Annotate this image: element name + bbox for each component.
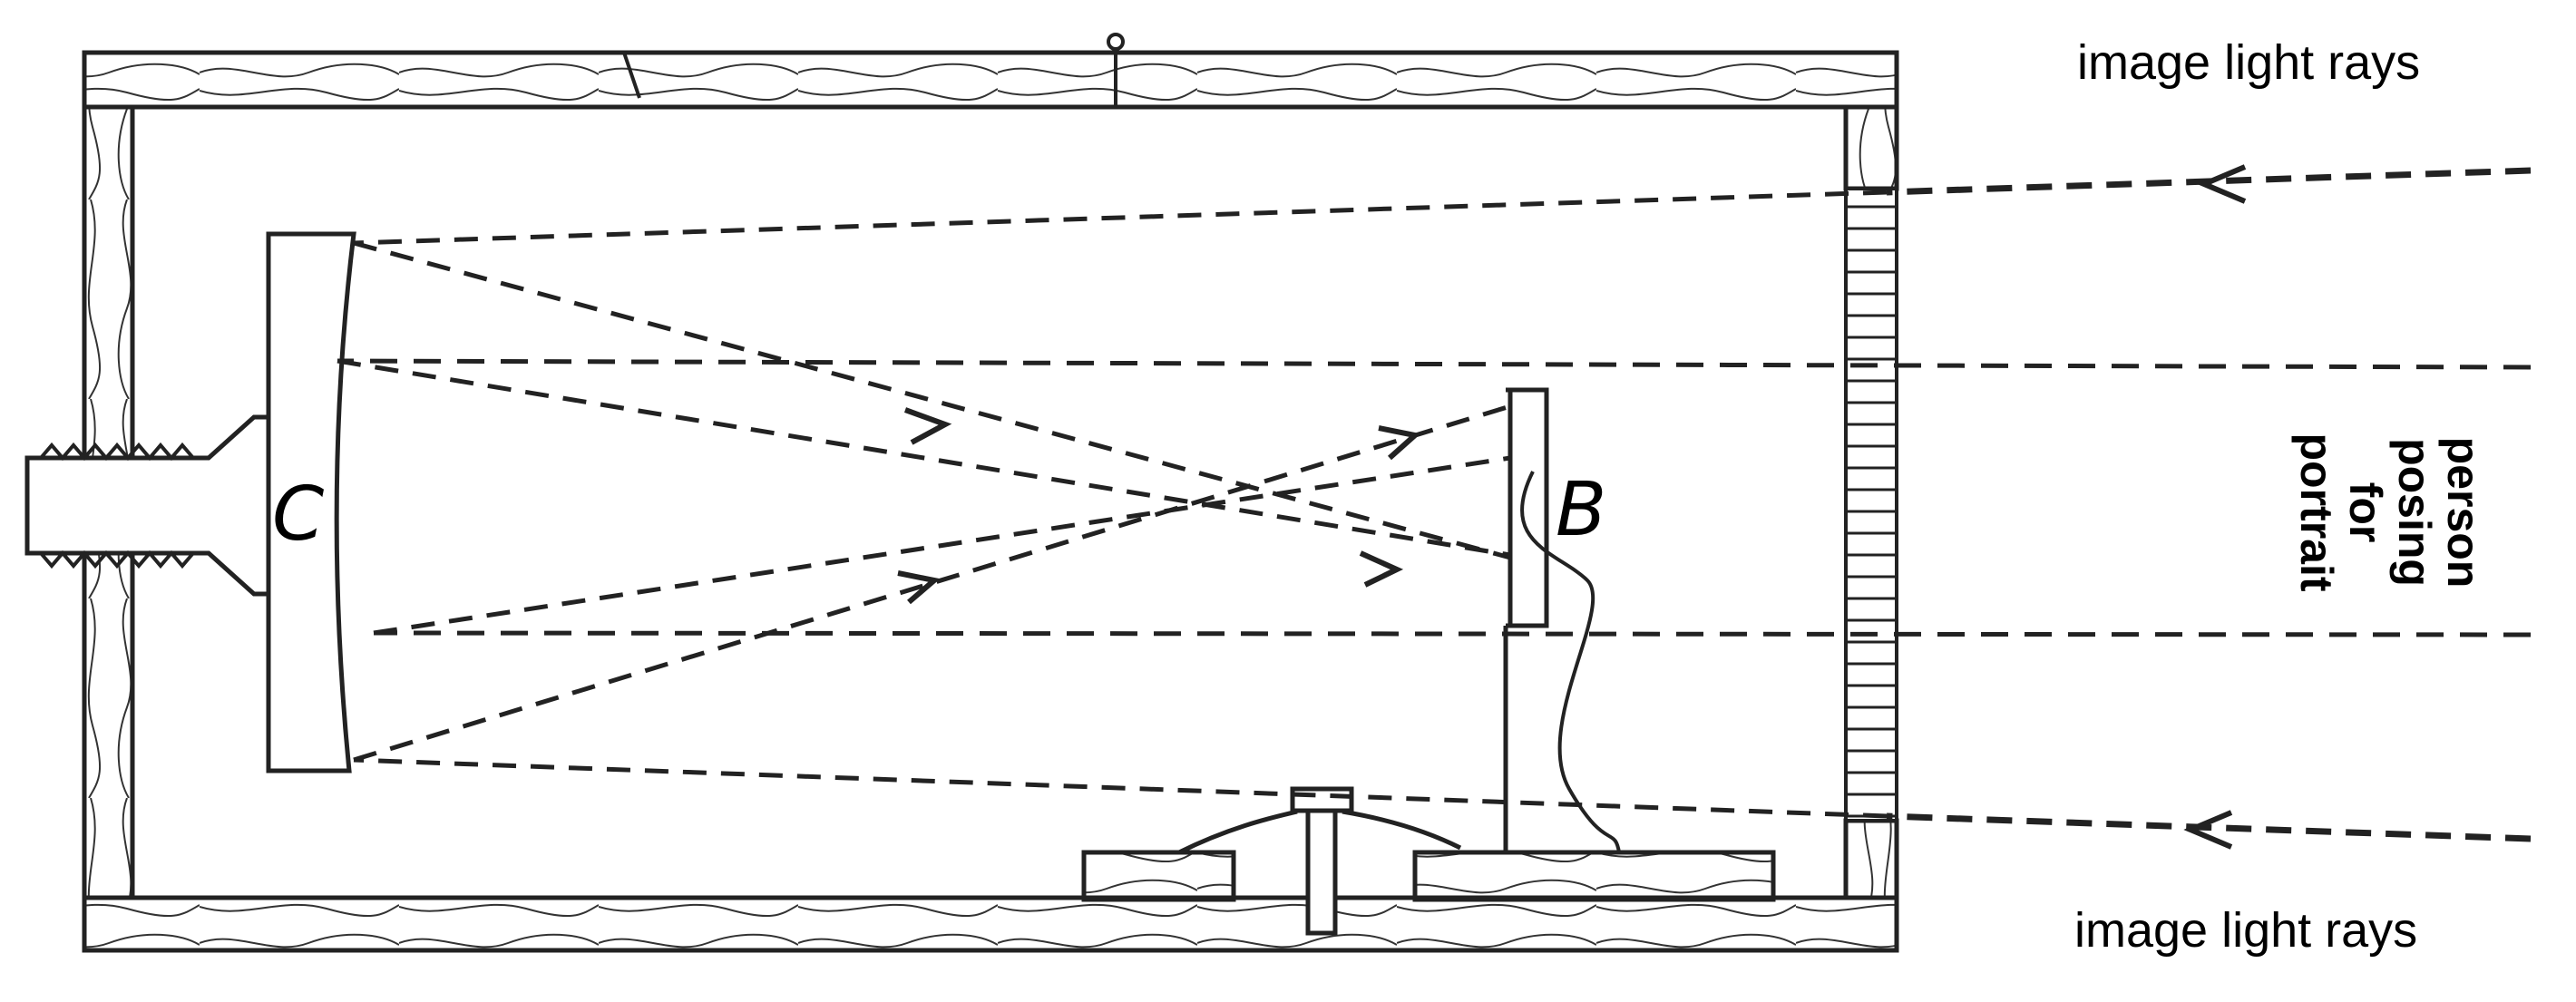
mirror-letter-c: C <box>272 472 325 558</box>
axis-ray-upper <box>337 358 2532 370</box>
arrow-reflected-4 <box>1359 550 1404 588</box>
top-rays-label: image light rays <box>2077 35 2421 90</box>
subject-label-line-2: posing <box>2389 438 2440 587</box>
top-wall <box>82 50 1899 110</box>
arrow-reflected-2 <box>897 570 941 605</box>
subject-label-line-3: for <box>2340 482 2391 543</box>
arrow-bottom-incoming <box>2183 810 2233 850</box>
incoming-ray-bottom-inside <box>353 757 1888 819</box>
plate-letter-b: B <box>1556 467 1607 553</box>
arrow-reflected-1 <box>903 407 952 445</box>
incoming-ray-bottom-outside <box>1886 812 2532 842</box>
reflected-ray-1 <box>353 240 1511 560</box>
subject-label-line-4: portrait <box>2291 433 2342 592</box>
base-mount <box>1081 786 1776 936</box>
bottom-wall <box>82 895 1899 953</box>
reflected-ray-2 <box>337 358 1511 558</box>
reflected-ray-4 <box>353 404 1511 763</box>
axis-ray-lower <box>373 630 2532 637</box>
incoming-ray-top-inside <box>353 190 1888 246</box>
reflected-ray-3 <box>373 455 1511 636</box>
subject-label: person posing for portrait <box>2286 394 2494 630</box>
arrow-top-incoming <box>2197 164 2247 204</box>
mounting-screw <box>24 414 273 597</box>
camera-box <box>82 33 1899 953</box>
bottom-rays-label: image light rays <box>2074 903 2418 958</box>
arrow-reflected-3 <box>1378 425 1421 461</box>
light-rays <box>337 164 2532 850</box>
concave-mirror <box>266 231 356 773</box>
subject-label-line-1: person <box>2438 436 2489 589</box>
right-wall-top <box>1843 104 1899 191</box>
plate-holder <box>1503 387 1621 853</box>
front-lens-window <box>1844 187 1898 822</box>
right-wall-bottom <box>1843 818 1899 900</box>
